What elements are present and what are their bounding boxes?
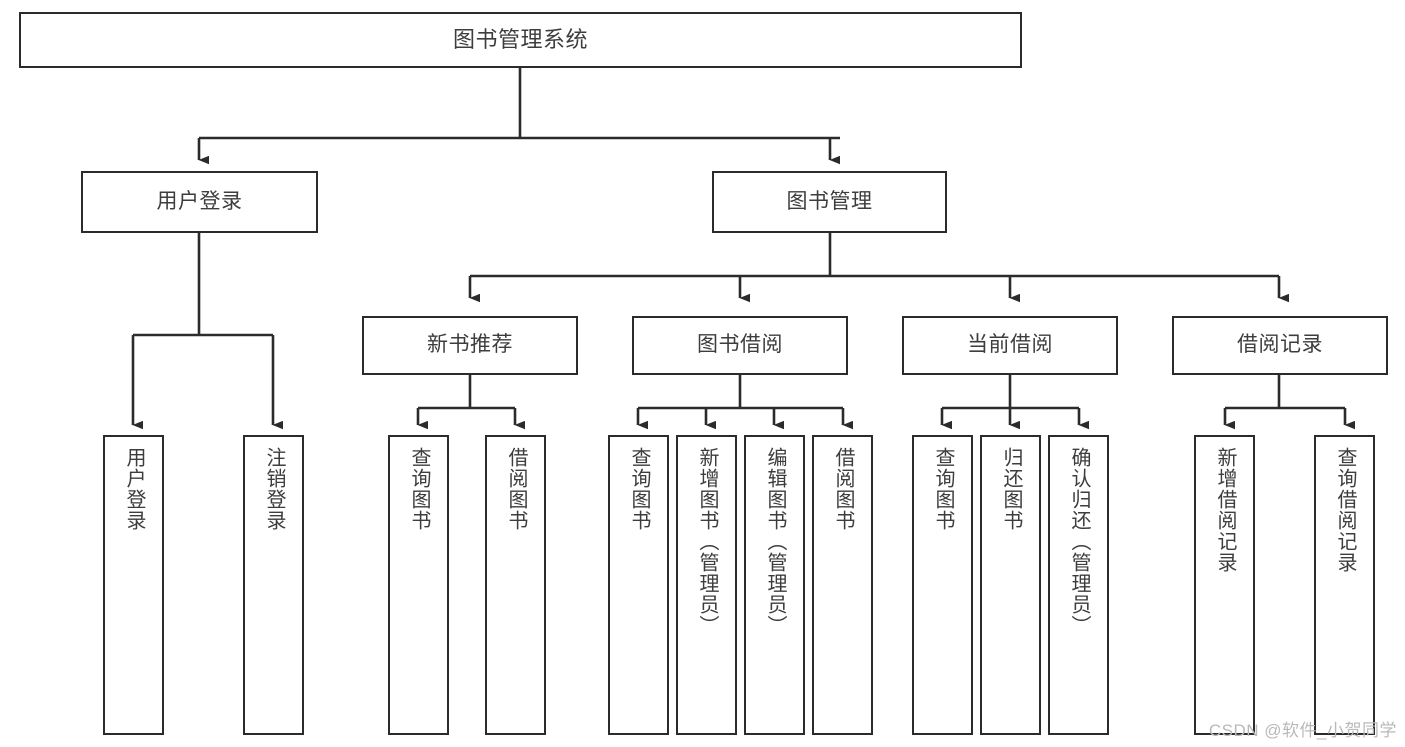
node-new-book-recommend[interactable]: 新书推荐 bbox=[362, 316, 578, 375]
node-root-label: 图书管理系统 bbox=[452, 27, 588, 53]
node-leaf-return-book[interactable]: 归还图书 bbox=[980, 435, 1041, 735]
node-leaf-add-book[interactable]: 新增图书（管理员） bbox=[676, 435, 737, 735]
node-leaf-confirm-return-label: 确认归还（管理员） bbox=[1068, 447, 1090, 636]
node-leaf-borrow-book-1[interactable]: 借阅图书 bbox=[485, 435, 546, 735]
node-current-borrow-label: 当前借阅 bbox=[967, 333, 1053, 357]
node-user-login[interactable]: 用户登录 bbox=[81, 171, 318, 233]
node-book-management[interactable]: 图书管理 bbox=[712, 171, 947, 233]
node-leaf-confirm-return[interactable]: 确认归还（管理员） bbox=[1048, 435, 1109, 735]
node-leaf-borrow-book-1-label: 借阅图书 bbox=[505, 447, 527, 531]
node-leaf-query-book-3[interactable]: 查询图书 bbox=[912, 435, 973, 735]
node-book-management-label: 图书管理 bbox=[786, 189, 873, 213]
node-leaf-query-record-label: 查询借阅记录 bbox=[1334, 447, 1356, 573]
node-borrow-record[interactable]: 借阅记录 bbox=[1172, 316, 1388, 375]
node-book-borrow[interactable]: 图书借阅 bbox=[632, 316, 848, 375]
node-leaf-user-login-label: 用户登录 bbox=[123, 447, 145, 531]
node-leaf-user-logout[interactable]: 注销登录 bbox=[243, 435, 304, 735]
node-leaf-user-logout-label: 注销登录 bbox=[263, 447, 285, 531]
watermark: CSDN @软件_小贺同学 bbox=[1208, 721, 1397, 740]
node-leaf-add-record[interactable]: 新增借阅记录 bbox=[1194, 435, 1255, 735]
node-leaf-query-book-2-label: 查询图书 bbox=[628, 447, 650, 531]
node-user-login-label: 用户登录 bbox=[156, 189, 243, 213]
node-leaf-user-login[interactable]: 用户登录 bbox=[103, 435, 164, 735]
node-leaf-edit-book-label: 编辑图书（管理员） bbox=[764, 447, 786, 636]
node-leaf-query-book-1-label: 查询图书 bbox=[408, 447, 430, 531]
node-new-book-recommend-label: 新书推荐 bbox=[427, 333, 513, 357]
node-borrow-record-label: 借阅记录 bbox=[1237, 333, 1323, 357]
node-root[interactable]: 图书管理系统 bbox=[19, 12, 1022, 68]
node-leaf-edit-book[interactable]: 编辑图书（管理员） bbox=[744, 435, 805, 735]
node-leaf-borrow-book-2-label: 借阅图书 bbox=[832, 447, 854, 531]
node-leaf-query-record[interactable]: 查询借阅记录 bbox=[1314, 435, 1375, 735]
node-leaf-query-book-2[interactable]: 查询图书 bbox=[608, 435, 669, 735]
node-leaf-borrow-book-2[interactable]: 借阅图书 bbox=[812, 435, 873, 735]
node-book-borrow-label: 图书借阅 bbox=[697, 333, 783, 357]
node-leaf-query-book-1[interactable]: 查询图书 bbox=[388, 435, 449, 735]
node-current-borrow[interactable]: 当前借阅 bbox=[902, 316, 1118, 375]
node-leaf-return-book-label: 归还图书 bbox=[1000, 447, 1022, 531]
node-leaf-add-record-label: 新增借阅记录 bbox=[1214, 447, 1236, 573]
node-leaf-add-book-label: 新增图书（管理员） bbox=[696, 447, 718, 636]
node-leaf-query-book-3-label: 查询图书 bbox=[932, 447, 954, 531]
